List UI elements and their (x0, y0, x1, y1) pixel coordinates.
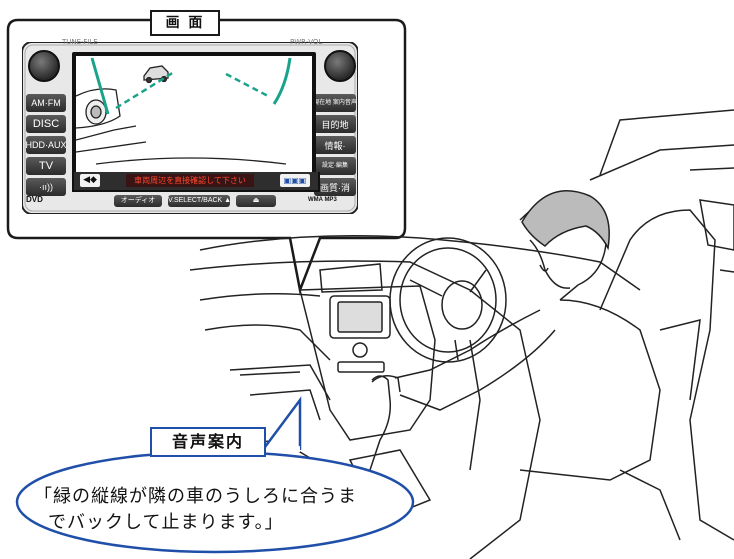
voice-guidance-text: 「緑の縦線が隣の車のうしろに合うま でバックして止まります。」 (34, 484, 414, 536)
signal-button[interactable]: ·ıı)) (26, 178, 66, 196)
audio-button[interactable]: オーディオ (114, 195, 162, 207)
current-location-button[interactable]: 現在地 案内音声 (314, 94, 356, 112)
bottom-control-row: DVD オーディオ V.SELECT/BACK ▲ ⏏ WMA MP3 (22, 192, 358, 212)
voice-guidance-line: でバックして止まります。」 (48, 512, 284, 533)
eject-button[interactable]: ⏏ (236, 195, 276, 207)
rear-camera-view (76, 57, 292, 165)
v-select-back-button[interactable]: V.SELECT/BACK ▲ (168, 195, 230, 207)
tune-file-label: TUNE·FILE (62, 38, 98, 46)
safety-warning-message: 車両周辺を直接確認して下さい (126, 174, 254, 187)
right-button-column: 現在地 案内音声 目的地 情報· 設定·編集 画質·消 (314, 94, 356, 199)
wma-mp3-badge: WMA MP3 (308, 197, 337, 203)
tune-knob[interactable] (28, 50, 60, 82)
voice-guidance-title: 音声案内 (150, 427, 266, 457)
left-diagonal-guide-line (115, 70, 175, 110)
destination-button[interactable]: 目的地 (314, 115, 356, 133)
view-mode-icon[interactable]: ▣▣▣ (280, 174, 310, 187)
audio-toggle-icon[interactable]: ◀◆ (80, 174, 100, 187)
screen-callout-title: 画 面 (150, 10, 220, 36)
rear-camera-screen (72, 52, 316, 180)
tv-button[interactable]: TV (26, 157, 66, 175)
am-fm-button[interactable]: AM·FM (26, 94, 66, 112)
settings-edit-button[interactable]: 設定·編集 (314, 157, 356, 175)
voice-guidance-line: 「緑の縦線が隣の車のうしろに合うま (34, 486, 357, 507)
power-volume-label: PWR·VOL (290, 38, 323, 46)
volume-knob[interactable] (324, 50, 356, 82)
left-button-column: AM·FM DISC HDD·AUX TV ·ıı)) (26, 94, 66, 199)
right-vertical-guide-line (272, 57, 292, 105)
picture-off-button[interactable]: 画質·消 (314, 178, 356, 196)
left-vertical-guide-line (90, 57, 110, 115)
disc-button[interactable]: DISC (26, 115, 66, 133)
hdd-aux-button[interactable]: HDD·AUX (26, 136, 66, 154)
dvd-logo: DVD (26, 195, 43, 204)
head-unit: TUNE·FILE PWR·VOL AM·FM DISC HDD·AUX TV … (22, 38, 358, 214)
info-button[interactable]: 情報· (314, 136, 356, 154)
screen-status-bar: ◀◆ 車両周辺を直接確認して下さい ▣▣▣ (72, 172, 320, 192)
right-diagonal-guide-line (225, 72, 269, 98)
